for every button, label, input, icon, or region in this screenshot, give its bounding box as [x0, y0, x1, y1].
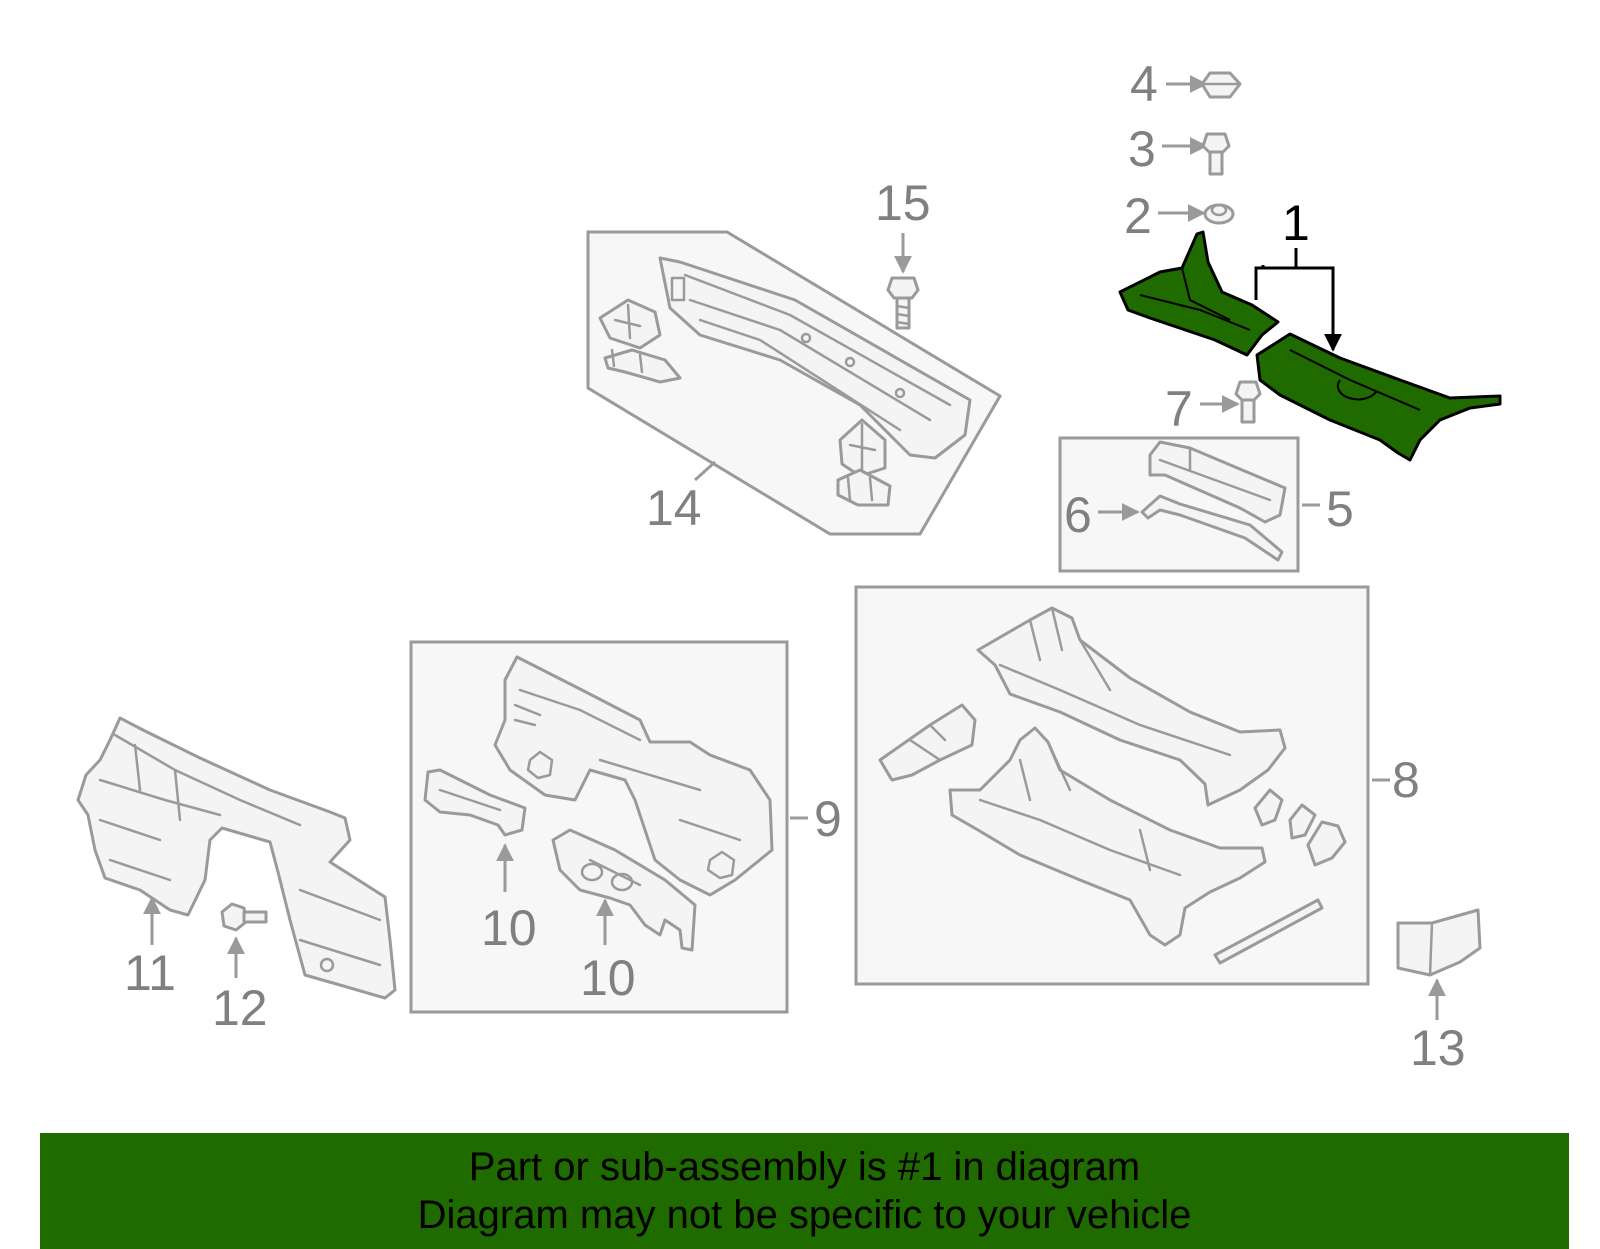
part-2-clip[interactable] — [1158, 203, 1235, 225]
banner-line-1: Part or sub-assembly is #1 in diagram — [468, 1145, 1141, 1189]
part-11-dash-panel[interactable] — [76, 716, 397, 1000]
part-8-group[interactable] — [854, 585, 1390, 986]
part-15-bolt[interactable] — [886, 233, 920, 330]
callout-10b[interactable]: 10 — [580, 950, 636, 1006]
part-4-nut[interactable] — [1166, 71, 1242, 99]
callout-7[interactable]: 7 — [1165, 381, 1193, 437]
part-7-bolt[interactable] — [1200, 380, 1262, 424]
callout-9[interactable]: 9 — [814, 791, 842, 847]
callout-11[interactable]: 11 — [124, 945, 176, 1001]
callout-4[interactable]: 4 — [1130, 56, 1158, 112]
info-banner: Part or sub-assembly is #1 in diagram Di… — [40, 1133, 1569, 1249]
callout-10a[interactable]: 10 — [481, 900, 537, 956]
part-1-cowl-panel[interactable] — [1118, 230, 1502, 462]
part-9-10-group[interactable] — [409, 640, 808, 1014]
callout-8[interactable]: 8 — [1392, 752, 1420, 808]
callout-5[interactable]: 5 — [1326, 481, 1354, 537]
part-14-group[interactable] — [586, 230, 1003, 536]
callout-1[interactable]: 1 — [1282, 195, 1310, 251]
part-13-bracket[interactable] — [1396, 908, 1482, 1020]
callout-13[interactable]: 13 — [1410, 1020, 1466, 1076]
part-3-bolt[interactable] — [1162, 132, 1231, 176]
callout-14[interactable]: 14 — [646, 480, 702, 536]
callout-6[interactable]: 6 — [1064, 487, 1092, 543]
part-12-bolt[interactable] — [220, 902, 268, 978]
callout-3[interactable]: 3 — [1128, 121, 1156, 177]
callout-2[interactable]: 2 — [1124, 188, 1152, 244]
part-5-6-group[interactable] — [1058, 436, 1320, 573]
callout-12[interactable]: 12 — [212, 980, 268, 1036]
callout-15[interactable]: 15 — [875, 175, 931, 231]
banner-line-2: Diagram may not be specific to your vehi… — [417, 1193, 1192, 1237]
